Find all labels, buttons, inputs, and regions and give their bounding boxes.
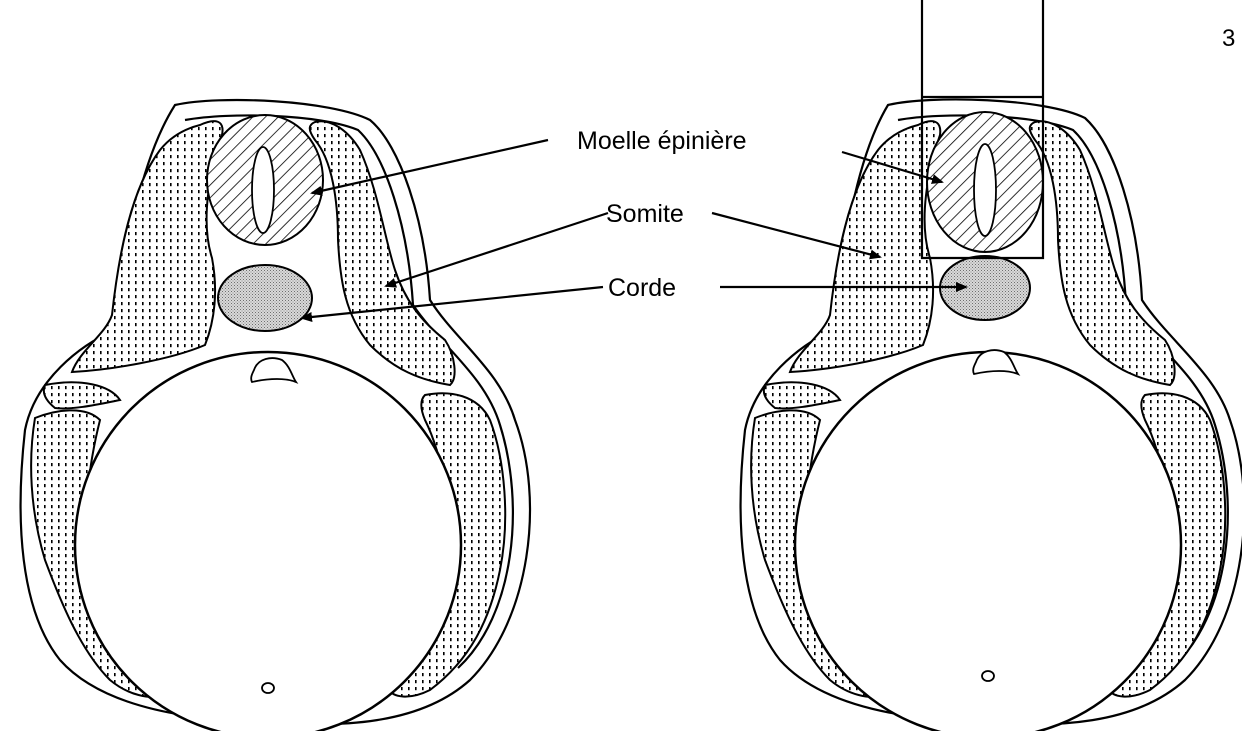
page-number: 3 bbox=[1222, 25, 1235, 52]
embryo-right bbox=[741, 0, 1242, 731]
somite-left-a bbox=[72, 121, 223, 372]
notochord-left bbox=[218, 265, 312, 331]
label-notochord: Corde bbox=[608, 274, 676, 302]
neural-canal-left bbox=[252, 147, 274, 233]
embryo-left bbox=[21, 100, 530, 731]
label-somite: Somite bbox=[606, 200, 684, 228]
yolk-right-dot bbox=[982, 671, 994, 681]
neural-canal-right bbox=[974, 144, 996, 236]
label-spinal-cord: Moelle épinière bbox=[577, 127, 747, 155]
yolk-left-dot bbox=[262, 683, 274, 693]
yolk-left bbox=[75, 352, 461, 731]
